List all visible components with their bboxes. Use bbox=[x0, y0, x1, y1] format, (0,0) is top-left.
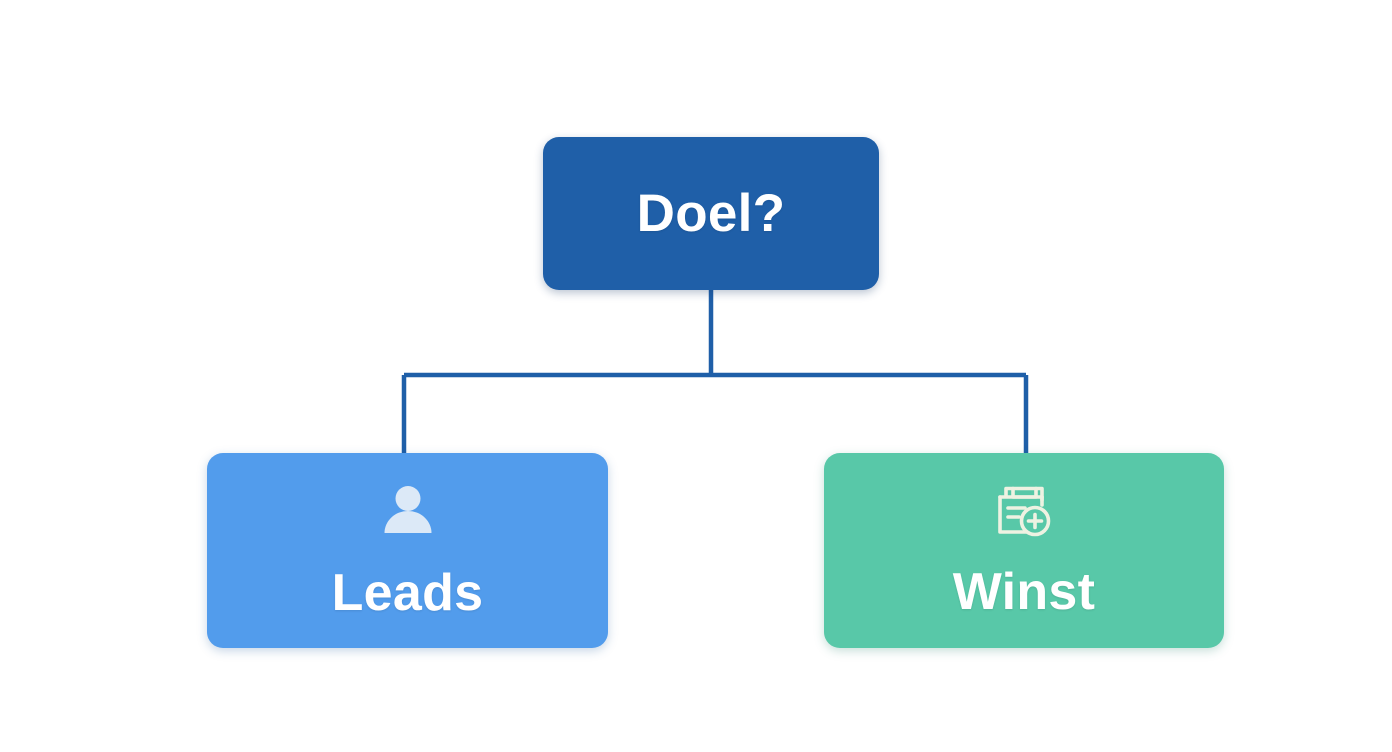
node-root-doel[interactable]: Doel? bbox=[543, 137, 879, 290]
user-icon bbox=[379, 482, 437, 545]
node-winst[interactable]: Winst bbox=[824, 453, 1224, 648]
node-root-label: Doel? bbox=[636, 184, 786, 243]
node-leads-label: Leads bbox=[331, 564, 484, 622]
node-winst-label: Winst bbox=[952, 563, 1096, 621]
document-plus-icon bbox=[993, 483, 1055, 546]
node-leads[interactable]: Leads bbox=[207, 453, 608, 648]
